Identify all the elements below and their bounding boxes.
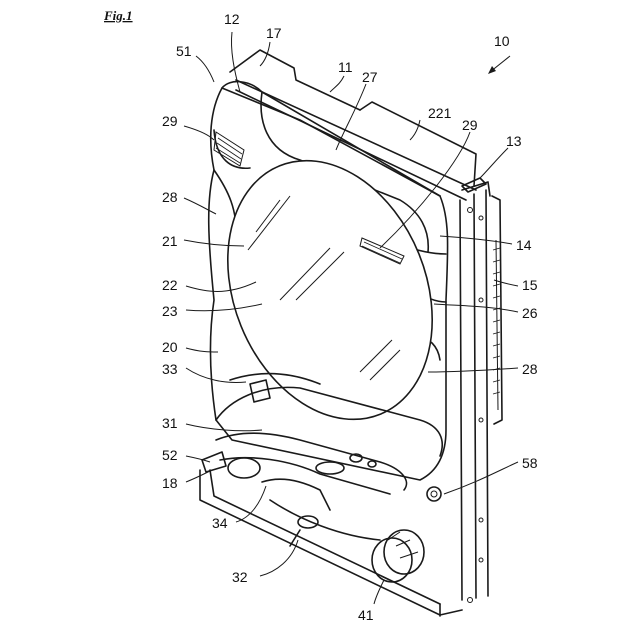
label-12: 12 [224, 11, 240, 27]
label-52: 52 [162, 447, 178, 463]
label-26: 26 [522, 305, 538, 321]
label-29-right: 29 [462, 117, 478, 133]
label-13: 13 [506, 133, 522, 149]
label-58: 58 [522, 455, 538, 471]
label-41: 41 [358, 607, 374, 623]
label-20: 20 [162, 339, 178, 355]
label-14: 14 [516, 237, 532, 253]
label-11: 11 [338, 59, 353, 75]
label-15: 15 [522, 277, 538, 293]
label-main-10: 10 [494, 33, 510, 49]
label-29-left: 29 [162, 113, 178, 129]
label-31: 31 [162, 415, 178, 431]
label-23: 23 [162, 303, 178, 319]
label-32: 32 [232, 569, 248, 585]
label-27: 27 [362, 69, 378, 85]
label-28-upper: 28 [162, 189, 178, 205]
label-18: 18 [162, 475, 178, 491]
label-28-lower: 28 [522, 361, 538, 377]
knob-41 [372, 530, 424, 582]
label-221: 221 [428, 105, 452, 121]
figure-label: Fig.1 [103, 8, 133, 23]
label-21: 21 [162, 233, 178, 249]
label-34: 34 [212, 515, 228, 531]
label-22: 22 [162, 277, 178, 293]
label-51: 51 [176, 43, 192, 59]
main-ref-arrow [488, 56, 510, 74]
label-17: 17 [266, 25, 282, 41]
label-33: 33 [162, 361, 178, 377]
